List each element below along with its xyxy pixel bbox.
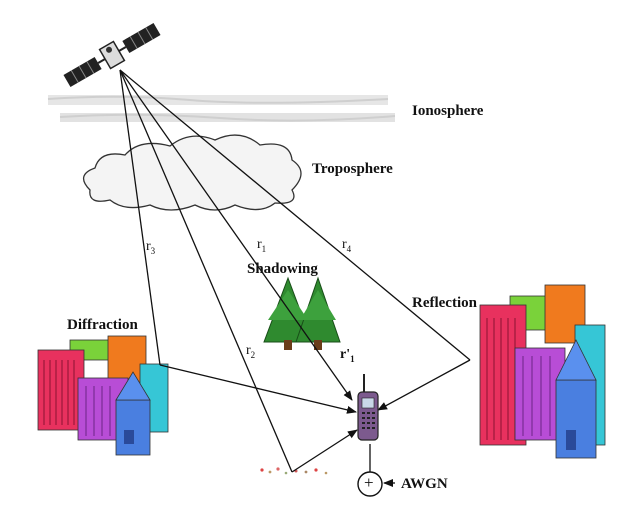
r1-prime-sub: 1 (350, 353, 355, 364)
r2-base: r (246, 343, 251, 358)
r3-base: r (146, 239, 151, 254)
r1-base: r (257, 237, 262, 252)
r2-label: r2 (246, 344, 255, 360)
summer-circle (357, 471, 383, 497)
r4-base: r (342, 237, 347, 252)
r3-sub: 3 (150, 245, 156, 256)
path-r2-scattered (291, 429, 358, 473)
right-buildings (479, 284, 606, 459)
r4-sub: 4 (346, 243, 352, 254)
r1-sub: 1 (261, 243, 267, 254)
reflection-label: Reflection (412, 295, 477, 311)
path-r2 (119, 69, 293, 473)
awgn-label: AWGN (401, 476, 448, 492)
r1-label: r1 (257, 238, 266, 254)
ionosphere-band (47, 95, 396, 122)
left-buildings (37, 335, 169, 456)
r1-prime-label: r'1 (340, 348, 355, 364)
r2-sub: 2 (250, 349, 256, 360)
path-r4 (119, 69, 471, 361)
summer-plus-label: + (364, 473, 374, 492)
troposphere-label: Troposphere (312, 161, 393, 177)
shadowing-label: Shadowing (247, 261, 318, 277)
path-r4-reflected (377, 359, 471, 411)
r1-prime-base: r' (340, 347, 351, 362)
satellite-icon (63, 22, 161, 88)
mobile-phone-icon (357, 374, 379, 441)
path-r3-diffracted (159, 364, 357, 414)
path-r1 (119, 69, 353, 401)
ionosphere-label: Ionosphere (412, 103, 484, 119)
r4-label: r4 (342, 238, 351, 254)
ground-scatterers (260, 467, 328, 475)
r3-label: r3 (146, 240, 155, 256)
trees (263, 276, 341, 350)
path-r3 (119, 69, 161, 366)
diffraction-label: Diffraction (67, 317, 138, 333)
propagation-paths (119, 69, 471, 487)
